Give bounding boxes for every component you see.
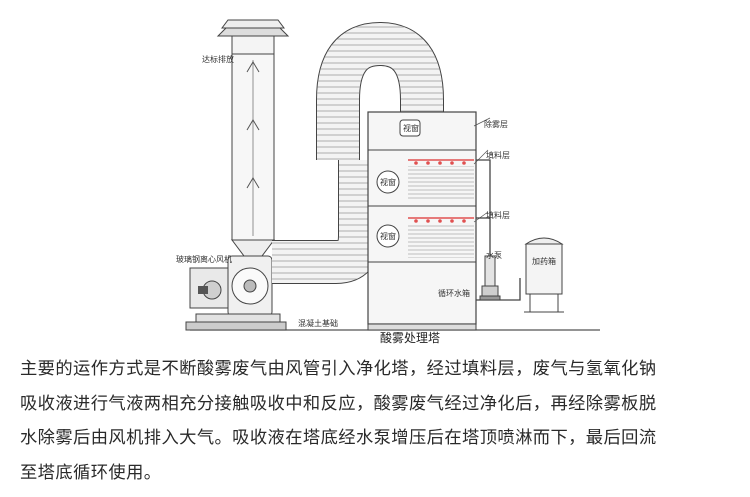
scrubber-diagram: 达标排放 玻璃钢离心风机 混凝土基础 [176, 19, 600, 345]
window-low-label: 视窗 [380, 231, 396, 241]
chimney-label: 达标排放 [202, 54, 234, 64]
inlet-duct [272, 160, 382, 284]
window-mid-label: 视窗 [380, 177, 396, 187]
packing-2-label: 填料层 [486, 210, 510, 220]
tower [367, 111, 477, 331]
window-top-label: 视窗 [403, 123, 419, 133]
packing-1-label: 填料层 [486, 150, 510, 160]
demister-label: 除雾层 [484, 119, 508, 129]
dosing-label: 加药箱 [532, 256, 556, 266]
water-pump [479, 255, 501, 301]
pump-label: 水泵 [486, 250, 502, 260]
description-line: 主要的运作方式是不断酸雾废气由风管引入净化塔，经过填料层，废气与氢氧化钠 [20, 359, 657, 379]
fan-label: 玻璃钢离心风机 [176, 254, 232, 264]
chimney [216, 19, 290, 257]
tank-label: 循环水箱 [438, 288, 470, 298]
recirculation-pipe [476, 159, 521, 301]
description-line: 吸收液进行气液两相充分接触吸收中和反应，酸雾废气经过净化后，再经除雾板脱 [20, 393, 657, 414]
tower-title: 酸雾处理塔 [380, 330, 440, 345]
description-line: 至塔底循环使用。 [20, 462, 162, 483]
dosing-tank [524, 237, 564, 313]
description-paragraph: 主要的运作方式是不断酸雾废气由风管引入净化塔，经过填料层，废气与氢氧化钠 吸收液… [20, 352, 735, 490]
description-line: 水除雾后由风机排入大气。吸收液在塔底经水泵增压后在塔顶喷淋而下，最后回流 [20, 428, 657, 448]
centrifugal-fan [185, 255, 287, 331]
top-duct [316, 21, 444, 160]
foundation-label: 混凝土基础 [298, 318, 338, 328]
